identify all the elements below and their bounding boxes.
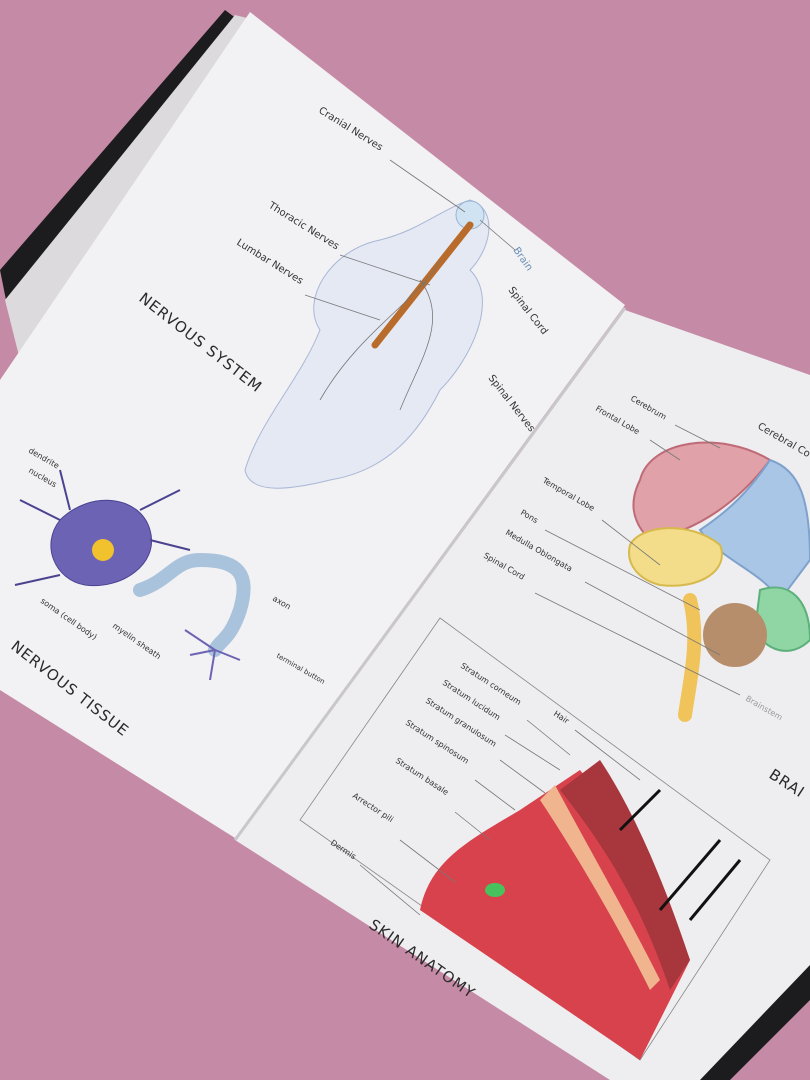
neuron-figure [14, 469, 251, 681]
nervous-system-figure [244, 199, 490, 489]
nervous-system-leader-lines [304, 159, 516, 321]
brain-leader-lines [534, 424, 741, 696]
skin-figure [420, 760, 742, 1060]
skin-leader-lines [359, 719, 641, 916]
book-spine [233, 307, 627, 841]
brain-figure [628, 441, 810, 722]
